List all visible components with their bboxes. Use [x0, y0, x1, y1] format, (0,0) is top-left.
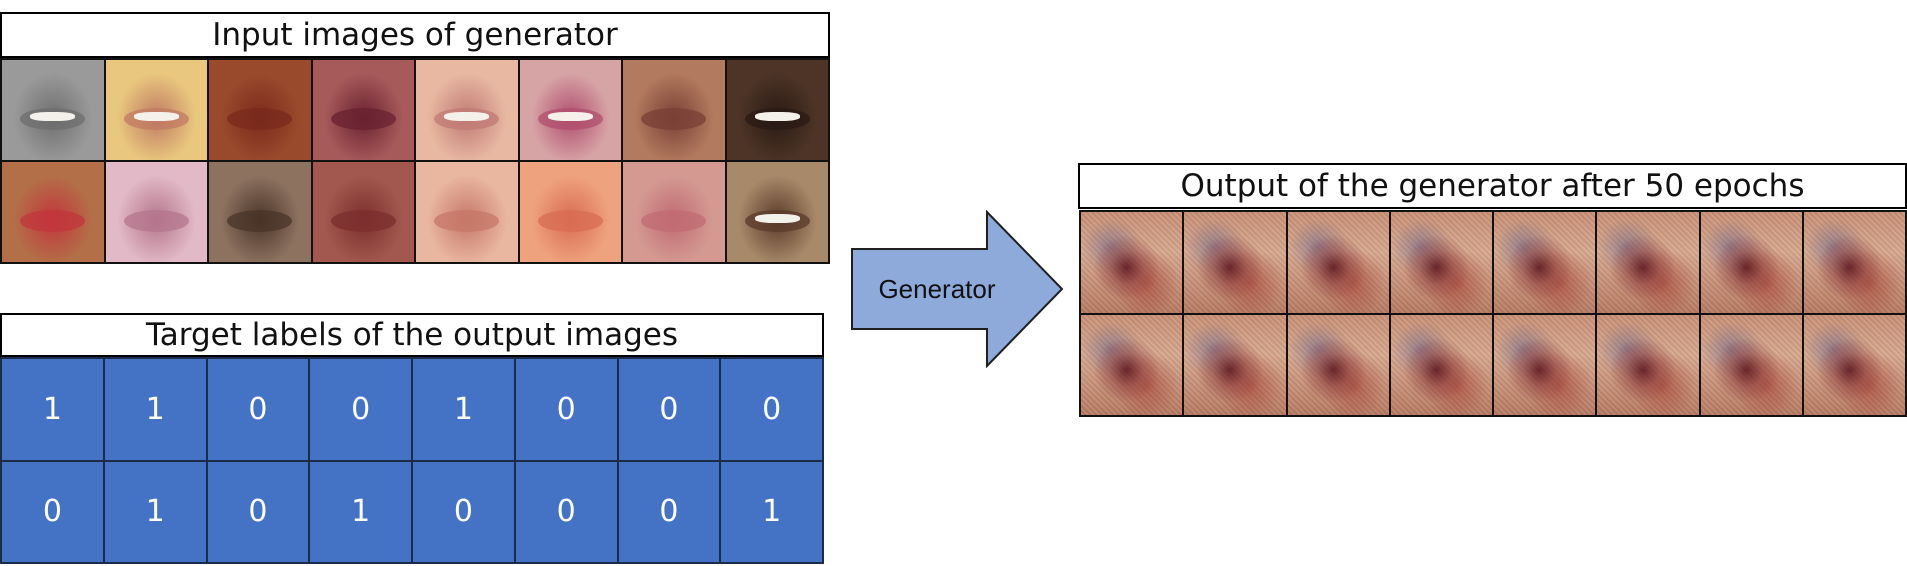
mouth-shape [227, 108, 293, 130]
mouth-shape [123, 210, 189, 232]
target-label-cell: 0 [413, 461, 514, 562]
mouth-shape [227, 210, 293, 232]
mouth-shape [434, 210, 500, 232]
output-image-tile [1494, 314, 1596, 415]
input-image-tile [2, 60, 104, 160]
output-images-title: Output of the generator after 50 epochs [1078, 163, 1907, 209]
input-image-tile [312, 162, 414, 262]
teeth-shape [754, 112, 800, 121]
mouth-shape [330, 210, 396, 232]
output-image-tile [1390, 212, 1492, 313]
target-label-cell: 1 [721, 461, 822, 562]
output-image-tile [1287, 314, 1389, 415]
input-image-tile [623, 60, 725, 160]
target-label-cell: 0 [207, 359, 309, 460]
input-image-tile [726, 60, 828, 160]
output-image-tile [1803, 314, 1905, 415]
mouth-shape [330, 108, 396, 130]
mouth-shape [641, 108, 707, 130]
output-image-tile [1287, 212, 1389, 313]
mouth-shape [537, 210, 603, 232]
input-image-tile [105, 60, 207, 160]
output-image-tile [1597, 212, 1699, 313]
target-label-cell: 1 [104, 461, 206, 562]
input-image-tile [416, 60, 518, 160]
target-label-cell: 1 [104, 359, 206, 460]
output-image-tile [1081, 212, 1183, 313]
target-label-cell: 0 [618, 359, 720, 460]
output-image-tile [1803, 212, 1905, 313]
target-label-cell: 0 [207, 461, 309, 562]
input-image-tile [312, 60, 414, 160]
target-label-cell: 0 [2, 461, 103, 562]
target-labels-title: Target labels of the output images [0, 313, 824, 357]
target-label-cell: 1 [2, 359, 103, 460]
output-image-tile [1597, 314, 1699, 415]
input-image-tile [623, 162, 725, 262]
target-label-cell: 0 [515, 461, 617, 562]
mouth-shape [641, 210, 707, 232]
output-image-tile [1184, 314, 1286, 415]
mouth-shape [20, 210, 86, 232]
input-image-tile [209, 162, 311, 262]
teeth-shape [754, 214, 800, 223]
output-image-tile [1390, 314, 1492, 415]
generator-arrow-icon [851, 210, 1064, 368]
target-label-cell: 1 [310, 461, 411, 562]
target-label-cell: 1 [413, 359, 514, 460]
input-image-tile [416, 162, 518, 262]
teeth-shape [30, 112, 76, 121]
input-images-title: Input images of generator [0, 12, 830, 58]
target-label-cell: 0 [515, 359, 617, 460]
teeth-shape [133, 112, 179, 121]
target-label-cell: 0 [721, 359, 822, 460]
generator-label: Generator [878, 273, 996, 304]
target-label-cell: 0 [310, 359, 411, 460]
output-image-tile [1700, 212, 1802, 313]
output-image-tile [1081, 314, 1183, 415]
input-images-grid [0, 58, 830, 264]
input-image-tile [519, 60, 621, 160]
input-image-tile [209, 60, 311, 160]
target-label-cell: 0 [618, 461, 720, 562]
input-image-tile [2, 162, 104, 262]
output-image-tile [1700, 314, 1802, 415]
input-image-tile [519, 162, 621, 262]
output-images-grid [1079, 210, 1907, 417]
output-image-tile [1494, 212, 1596, 313]
teeth-shape [547, 112, 593, 121]
input-image-tile [726, 162, 828, 262]
output-image-tile [1184, 212, 1286, 313]
teeth-shape [444, 112, 490, 121]
input-image-tile [105, 162, 207, 262]
